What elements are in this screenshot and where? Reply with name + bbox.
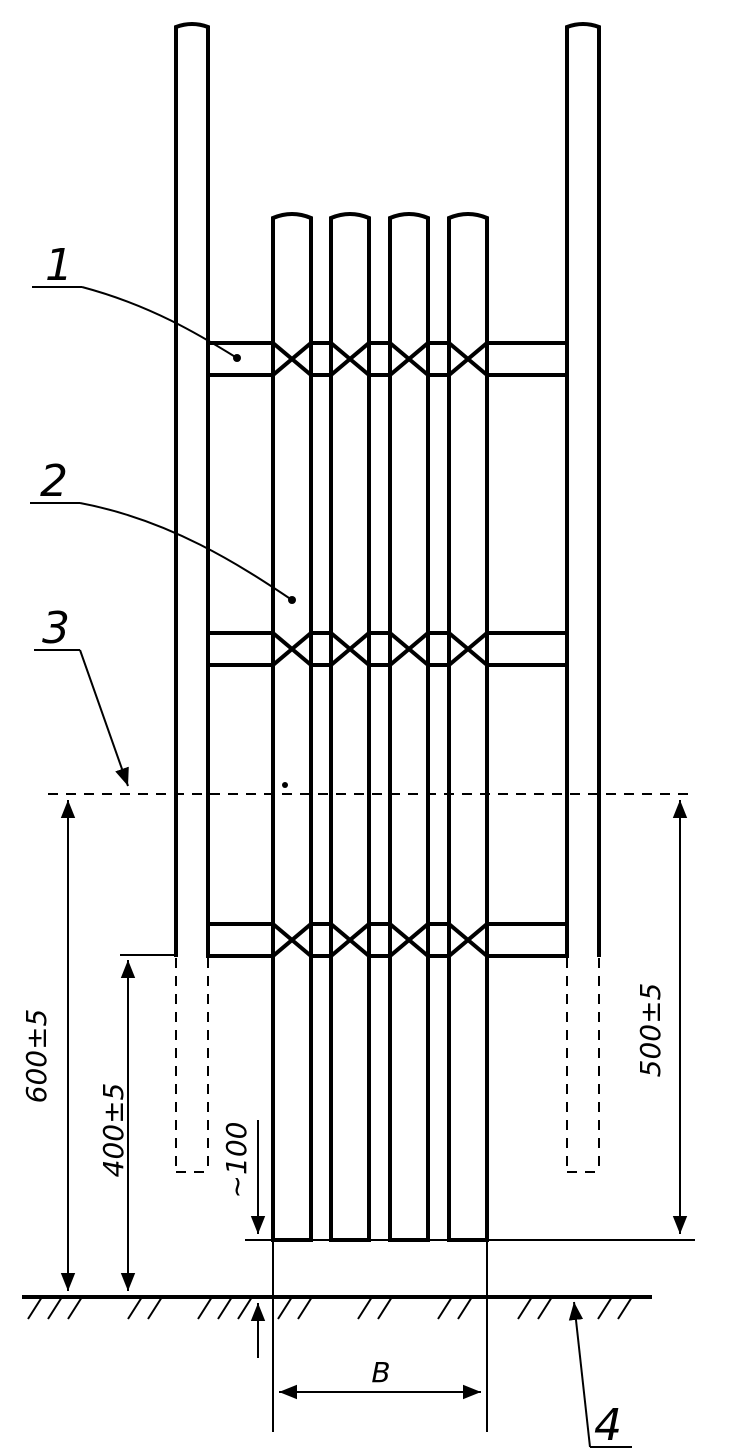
inner-bar [271, 212, 313, 1242]
dim-text-600: 600±5 [20, 1009, 53, 1104]
left-post [174, 22, 210, 1173]
callout-3-leader [34, 649, 129, 787]
spacer-row-bottom [206, 921, 569, 959]
right-post [565, 22, 601, 1173]
inner-bar [447, 212, 489, 1242]
callout-4-label: 4 [594, 1400, 622, 1451]
dim-text-B: B [371, 1356, 390, 1389]
mark-dot [282, 782, 288, 788]
spacer-row-top [206, 340, 569, 378]
inner-bars [271, 212, 489, 1242]
callout-1-leader [32, 286, 241, 362]
inner-bar [329, 212, 371, 1242]
callout-3-label: 3 [42, 603, 70, 654]
dim-text-400: 400±5 [97, 1083, 130, 1178]
inner-bar [388, 212, 430, 1242]
spacer-row-middle [206, 630, 569, 668]
callout-2-label: 2 [40, 456, 68, 507]
callout-2-leader [30, 502, 296, 604]
ground-line [22, 1295, 652, 1320]
dim-text-100: ~100 [220, 1122, 253, 1199]
callout-1-label: 1 [45, 240, 73, 291]
dim-text-500: 500±5 [634, 983, 667, 1078]
callout-4-leader [568, 1301, 632, 1448]
